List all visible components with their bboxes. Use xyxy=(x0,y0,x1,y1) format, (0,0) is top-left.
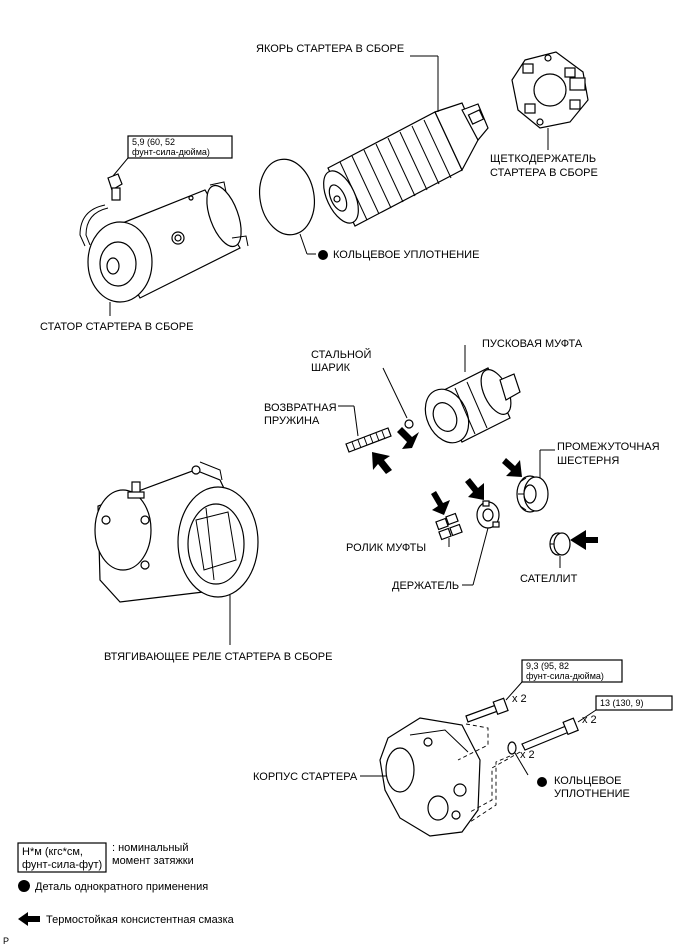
steel-ball-label-1: СТАЛЬНОЙ xyxy=(311,348,371,361)
grease-arrow-icon xyxy=(570,530,598,550)
return-spring-label-2: ПРУЖИНА xyxy=(264,415,320,427)
short-bolt-torque-1: 9,3 (95, 82 xyxy=(526,661,569,671)
idle-gear-label-1: ПРОМЕЖУТОЧНАЯ xyxy=(557,441,660,453)
non-reusable-dot-icon xyxy=(18,880,30,892)
non-reusable-dot-icon xyxy=(318,250,328,260)
long-bolt-drawing xyxy=(521,717,579,751)
legend-torque-desc-2: момент затяжки xyxy=(112,855,194,867)
clutch-roller-label: РОЛИК МУФТЫ xyxy=(346,542,426,554)
housing-label: КОРПУС СТАРТЕРА xyxy=(253,771,358,783)
yoke-torque-1: 5,9 (60, 52 xyxy=(132,137,175,147)
yoke-label: СТАТОР СТАРТЕРА В СБОРЕ xyxy=(40,321,193,333)
o-ring-drawing xyxy=(259,158,315,236)
grease-arrow-icon xyxy=(397,427,419,449)
clutch-roller-drawing xyxy=(435,512,463,541)
legend-torque-box xyxy=(17,842,107,873)
long-bolt-torque: 13 (130, 9) xyxy=(600,698,644,708)
housing-o-ring-drawing xyxy=(507,741,517,755)
short-bolt-qty: x 2 xyxy=(512,693,527,705)
short-bolt-torque-box xyxy=(521,659,623,683)
planetary-gear-label: САТЕЛЛИТ xyxy=(520,573,578,585)
yoke-torque-2: фунт-сила-дюйма) xyxy=(132,147,210,157)
o-ring-2-label-1: КОЛЬЦЕВОЕ xyxy=(554,775,622,787)
o-ring-label: КОЛЬЦЕВОЕ УПЛОТНЕНИЕ xyxy=(333,249,479,261)
grease-arrow-icon xyxy=(465,478,484,500)
legend-torque-2: фунт-сила-фут) xyxy=(22,859,102,871)
return-spring-label-1: ВОЗВРАТНАЯ xyxy=(264,402,337,414)
grease-arrow-icon xyxy=(372,452,392,474)
bolt-path-2 xyxy=(469,751,521,813)
solenoid-drawing xyxy=(94,461,259,603)
idle-gear-label-2: ШЕСТЕРНЯ xyxy=(557,455,619,467)
housing-drawing xyxy=(379,717,481,837)
legend-torque-1: Н*м (кгс*см, xyxy=(22,846,83,858)
grease-arrow-icon xyxy=(502,458,522,477)
armature-drawing xyxy=(323,102,489,227)
long-bolt-torque-box xyxy=(595,695,673,711)
legend-non-reusable: Деталь однократного применения xyxy=(35,881,208,893)
bolt-path-1 xyxy=(457,723,489,761)
o-ring-leader xyxy=(299,233,308,255)
short-bolt-drawing xyxy=(465,697,509,723)
clutch-drawing xyxy=(424,367,521,444)
grease-arrow-icon xyxy=(18,912,40,926)
non-reusable-dot-icon xyxy=(537,777,547,787)
legend-grease: Термостойкая консистентная смазка xyxy=(46,914,235,926)
retainer-drawing xyxy=(476,500,500,529)
short-bolt-torque-2: фунт-сила-дюйма) xyxy=(526,671,604,681)
return-spring-drawing xyxy=(345,427,392,453)
steel-ball-drawing xyxy=(404,419,414,429)
brush-holder-drawing xyxy=(511,51,589,129)
o-ring-qty: x 2 xyxy=(520,749,535,761)
yoke-drawing xyxy=(79,173,249,303)
idle-gear-drawing xyxy=(516,475,549,513)
brush-holder-label-1: ЩЕТКОДЕРЖАТЕЛЬ xyxy=(490,153,596,165)
steel-ball-label-2: ШАРИК xyxy=(311,362,351,374)
long-bolt-qty: x 2 xyxy=(582,714,597,726)
retainer-label: ДЕРЖАТЕЛЬ xyxy=(392,580,459,592)
solenoid-label: ВТЯГИВАЮЩЕЕ РЕЛЕ СТАРТЕРА В СБОРЕ xyxy=(104,651,332,663)
yoke-torque-box xyxy=(127,135,233,159)
legend-torque-desc-1: : номинальный xyxy=(112,842,188,854)
o-ring-2-label-2: УПЛОТНЕНИЕ xyxy=(554,788,630,800)
clutch-label: ПУСКОВАЯ МУФТА xyxy=(482,338,583,350)
grease-arrow-icon xyxy=(431,491,450,515)
brush-holder-label-2: СТАРТЕРА В СБОРЕ xyxy=(490,167,598,179)
armature-label: ЯКОРЬ СТАРТЕРА В СБОРЕ xyxy=(256,43,404,55)
corner-code: P xyxy=(3,936,9,946)
bolt-path-3 xyxy=(469,755,511,823)
planetary-gear-drawing xyxy=(549,532,571,556)
